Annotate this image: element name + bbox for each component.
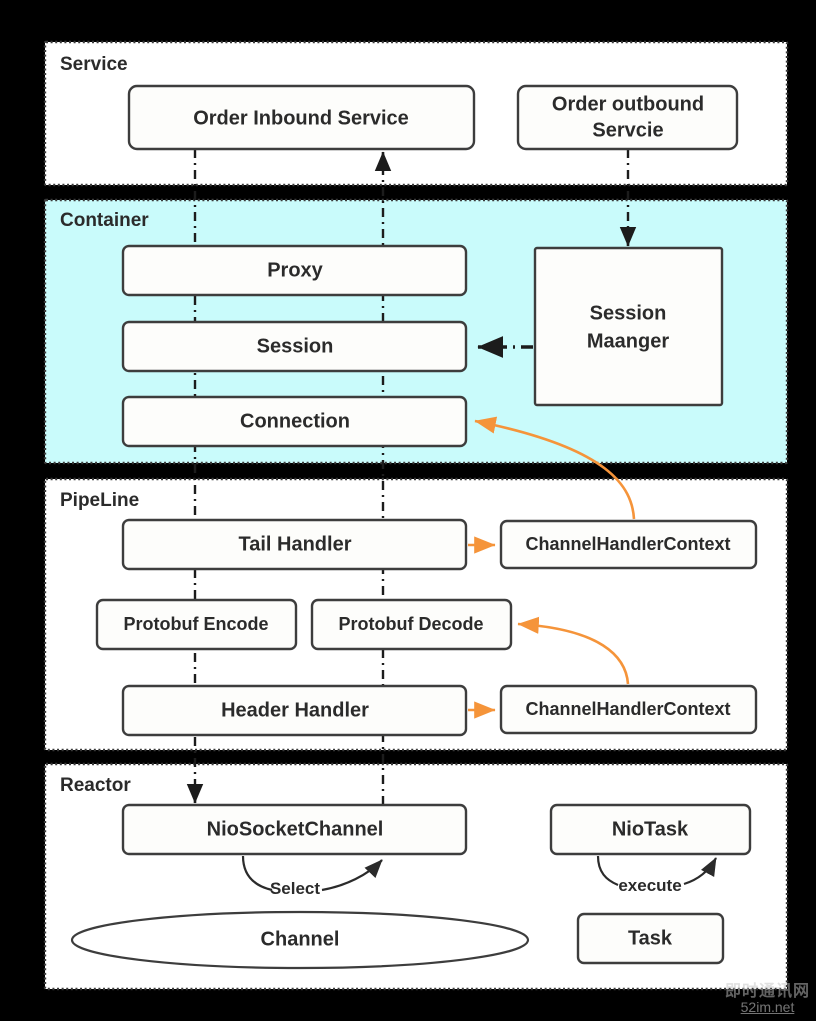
node-protobuf-decode[interactable]: Protobuf Decode [310,598,513,651]
panel-reactor-title: Reactor [60,775,131,796]
node-tail-handler[interactable]: Tail Handler [121,518,468,571]
channel-handler-context-bottom-label: ChannelHandlerContext [525,699,730,719]
session-manager-label-line2: Maanger [587,330,669,352]
header-handler-label: Header Handler [221,699,369,721]
node-proxy[interactable]: Proxy [121,244,468,297]
node-nio-socket-channel[interactable]: NioSocketChannel [121,803,468,856]
header-handler-rect[interactable] [121,684,468,737]
order-outbound-service-label-line2: Servcie [592,119,663,141]
node-session[interactable]: Session [121,320,468,373]
channel-label: Channel [261,928,340,950]
session-manager-rect[interactable] [533,246,724,407]
watermark: 即时通讯网 52im.net [724,982,810,1016]
nio-task-label: NioTask [612,818,689,840]
edge-select-outgoing [241,855,273,892]
tail-handler-rect[interactable] [121,518,468,571]
protobuf-encode-label: Protobuf Encode [124,614,269,634]
select-edge-label: Select [270,879,320,898]
panel-container-title: Container [60,210,149,231]
connection-label: Connection [240,410,350,432]
node-header-handler[interactable]: Header Handler [121,684,468,737]
proxy-label: Proxy [267,259,323,281]
edge-execute-returning [683,857,717,886]
edge-select-returning [321,859,383,892]
session-manager-label-line1: Session [590,302,667,324]
node-order-outbound-service[interactable]: Order outbound Servcie [516,84,739,151]
panel-service-title: Service [60,54,128,75]
execute-edge-label: execute [618,876,681,895]
edge-execute-outgoing [596,855,619,887]
task-rect[interactable] [576,912,725,965]
node-task[interactable]: Task [576,912,725,965]
node-session-manager[interactable]: Session Maanger [533,246,724,407]
channel-handler-context-top-label: ChannelHandlerContext [525,534,730,554]
node-channel-handler-context-top[interactable]: ChannelHandlerContext [499,519,758,570]
node-channel[interactable]: Channel [70,910,530,970]
watermark-cn-text: 即时通讯网 [724,982,810,1000]
node-order-inbound-service[interactable]: Order Inbound Service [127,84,476,151]
node-protobuf-encode[interactable]: Protobuf Encode [95,598,298,651]
connection-rect[interactable] [121,395,468,448]
nio-socket-channel-rect[interactable] [121,803,468,856]
order-outbound-service-rect[interactable] [516,84,739,151]
session-label: Session [257,335,334,357]
order-outbound-service-label-line1: Order outbound [552,93,704,115]
channel-handler-context-bottom-rect[interactable] [499,684,758,735]
protobuf-decode-rect[interactable] [310,598,513,651]
proxy-rect[interactable] [121,244,468,297]
watermark-url: 52im.net [740,999,795,1016]
tail-handler-label: Tail Handler [239,533,352,555]
node-nio-task[interactable]: NioTask [549,803,752,856]
nio-socket-channel-label: NioSocketChannel [207,818,384,840]
edge-context-top-to-connection [474,416,636,520]
task-label: Task [628,927,673,949]
channel-handler-context-top-rect[interactable] [499,519,758,570]
order-inbound-service-label: Order Inbound Service [193,107,409,129]
protobuf-decode-label: Protobuf Decode [338,614,483,634]
node-connection[interactable]: Connection [121,395,468,448]
protobuf-encode-rect[interactable] [95,598,298,651]
panel-pipeline-title: PipeLine [60,490,139,511]
nio-task-rect[interactable] [549,803,752,856]
order-inbound-service-rect[interactable] [127,84,476,151]
edge-context-bottom-to-protobuf-decode [517,616,630,685]
channel-ellipse[interactable] [70,910,530,970]
node-channel-handler-context-bottom[interactable]: ChannelHandlerContext [499,684,758,735]
session-rect[interactable] [121,320,468,373]
